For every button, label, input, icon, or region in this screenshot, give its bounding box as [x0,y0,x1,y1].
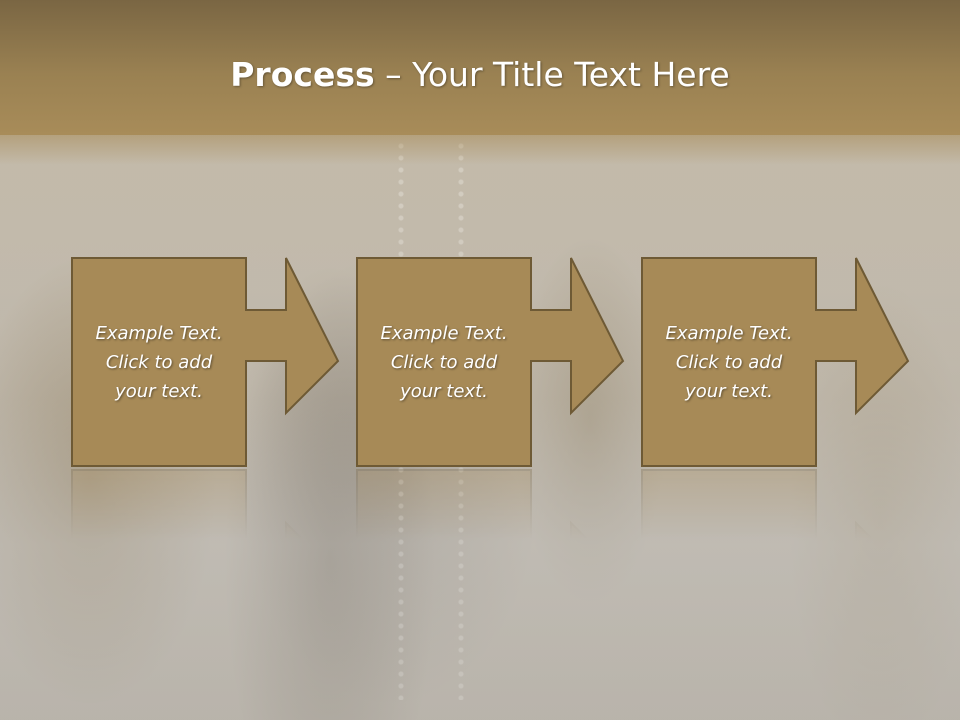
title-bold: Process [230,55,375,94]
process-step-2[interactable]: Example Text. Click to add your text. [356,257,626,467]
step-1-reflection [71,469,341,539]
title-strip [0,135,960,165]
title-rest: – Your Title Text Here [374,55,730,94]
step-3-reflection [641,469,911,539]
step-1-text[interactable]: Example Text. Click to add your text. [71,257,247,467]
step-1-shape [71,257,340,467]
step-2-text[interactable]: Example Text. Click to add your text. [356,257,532,467]
step-2-line-2: Click to add [390,351,498,373]
step-3-line-1: Example Text. [665,322,793,344]
step-2-line-3: your text. [400,380,488,402]
step-3-line-3: your text. [685,380,773,402]
process-step-1[interactable]: Example Text. Click to add your text. [71,257,341,467]
step-2-line-1: Example Text. [380,322,508,344]
step-3-shape [641,257,910,467]
step-3-line-2: Click to add [675,351,783,373]
step-2-shape [356,257,625,467]
process-step-3[interactable]: Example Text. Click to add your text. [641,257,911,467]
step-1-line-1: Example Text. [95,322,223,344]
slide-title[interactable]: Process – Your Title Text Here [0,54,960,96]
step-2-reflection [356,469,626,539]
step-1-line-3: your text. [115,380,203,402]
step-3-text[interactable]: Example Text. Click to add your text. [641,257,817,467]
title-bar [0,0,960,135]
step-1-line-2: Click to add [105,351,213,373]
